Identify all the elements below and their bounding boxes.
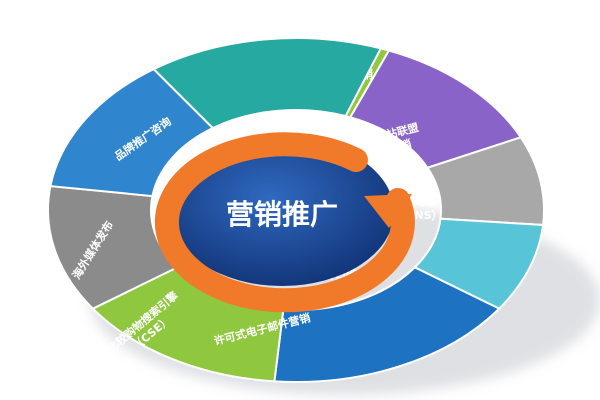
segment-label-line-alliance-1: 营销 bbox=[388, 136, 413, 155]
arrow-head bbox=[364, 194, 412, 228]
segment-alliance: 网站联盟营销 bbox=[374, 120, 545, 227]
arrow-ring bbox=[154, 132, 415, 313]
center-title: 营销推广 bbox=[226, 198, 338, 231]
center-disc bbox=[170, 138, 394, 286]
segment-shape-brand bbox=[152, 37, 383, 130]
orange-arrow bbox=[154, 132, 415, 313]
segments: 搜索引擎优化（SEO）搜索付费营销（SEM）网站联盟营销社会化网络营销（SNS）… bbox=[47, 37, 545, 383]
